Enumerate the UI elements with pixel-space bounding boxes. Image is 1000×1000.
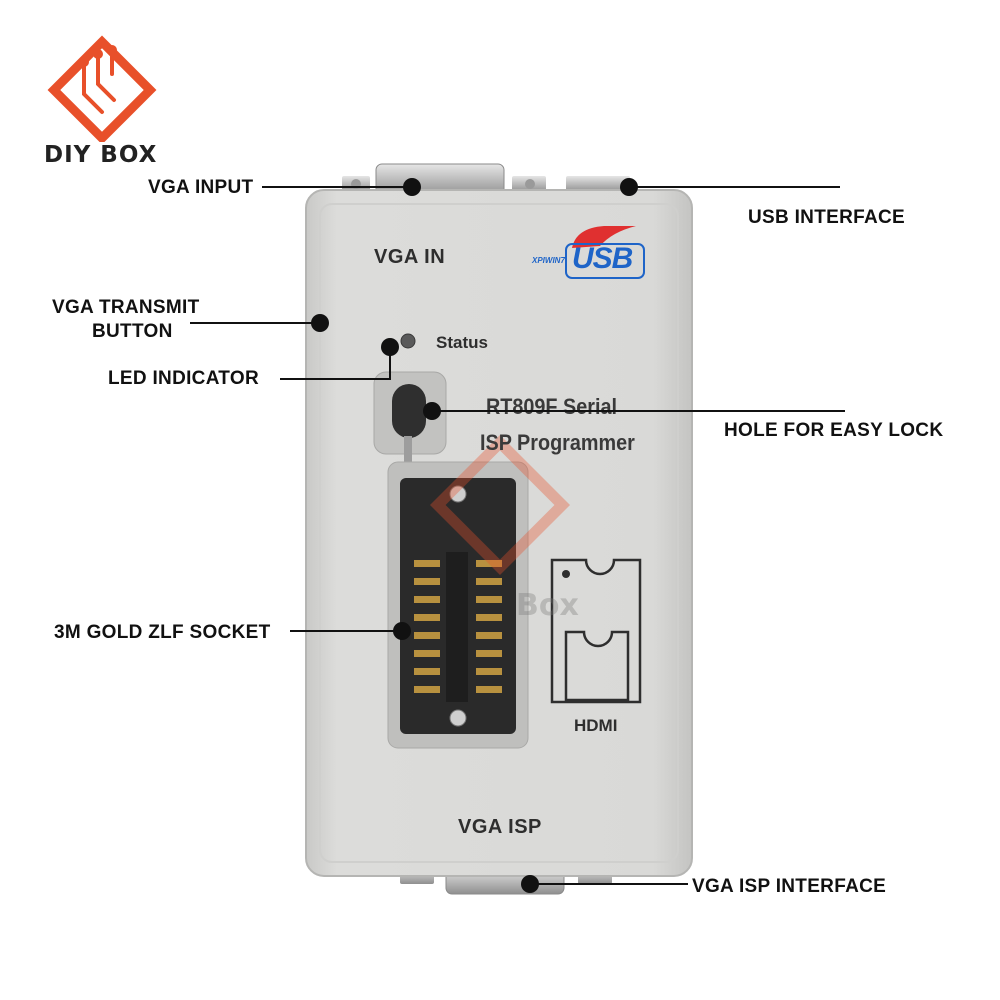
rt809f-programmer-device [305,163,693,895]
usb-logo-text: USB [572,242,633,275]
lock-lever-handle [392,384,426,438]
usb-port [566,176,630,192]
status-label: Status [436,333,488,352]
callout-led-indicator: LED INDICATOR [108,368,259,389]
vga-isp-label: VGA ISP [458,816,542,838]
usb-logo-subtext: XPIWIN7 [532,256,565,265]
diy-box-logo-icon [47,35,157,142]
callout-vga-isp-interface: VGA ISP INTERFACE [692,876,887,897]
brand-name: DIY BOX [44,142,158,168]
callout-vga-transmit-line1: VGA TRANSMIT [52,297,200,318]
hdmi-chip-diagram [550,558,642,704]
hdmi-label: HDMI [574,716,618,735]
callout-vga-transmit-line2: BUTTON [92,321,173,342]
vga-in-label: VGA IN [374,246,446,268]
watermark-text: Box [516,588,579,623]
callout-usb-interface: USB INTERFACE [748,207,905,228]
title-line1: RT809F Serial [486,394,617,419]
status-led [400,333,416,349]
title-line2: ISP Programmer [480,430,635,455]
zif-socket [400,478,516,734]
callout-zlf-socket: 3M GOLD ZLF SOCKET [54,622,271,643]
callout-hole-easy-lock: HOLE FOR EASY LOCK [724,420,944,441]
callout-vga-input: VGA INPUT [148,177,254,198]
watermark-logo-icon [429,434,571,576]
